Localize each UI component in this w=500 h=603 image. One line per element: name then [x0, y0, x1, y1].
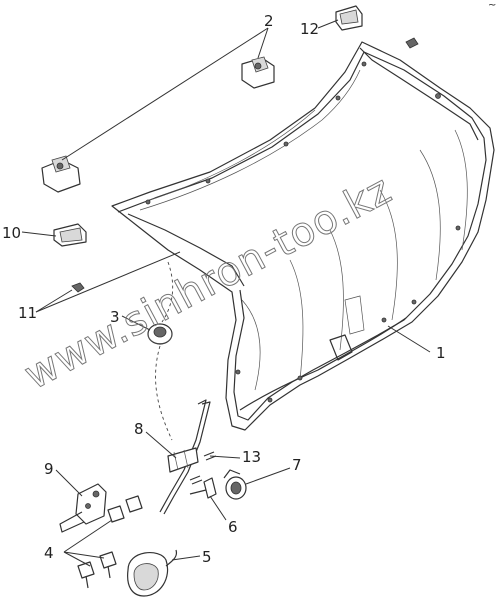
- grommet-3: [147, 323, 173, 345]
- bushing-7: [223, 469, 247, 500]
- callout-8: 8: [134, 420, 144, 438]
- clip-upper: [241, 56, 275, 89]
- callout-10: 10: [2, 224, 21, 242]
- clip-12: [335, 5, 363, 31]
- dashed-link-2: [155, 345, 173, 441]
- callout-1: 1: [436, 344, 446, 362]
- callout-11: 11: [18, 304, 37, 322]
- nut-top: [405, 37, 419, 49]
- callout-9: 9: [44, 460, 54, 478]
- callout-5: 5: [202, 548, 212, 566]
- callout-7: 7: [292, 456, 302, 474]
- callout-2: 2: [264, 12, 274, 30]
- fender-panel: [111, 41, 495, 431]
- callout-labels: 1 2 3 4 5 6 7 8 9 10 11 12 13: [2, 12, 446, 566]
- pin-6: [189, 477, 217, 499]
- nut-11: [71, 282, 85, 293]
- clip-lower: [41, 155, 81, 193]
- clip-10: [53, 223, 87, 247]
- callout-13: 13: [242, 448, 261, 466]
- bracket-8: [159, 399, 211, 515]
- callout-6: 6: [228, 518, 238, 536]
- harness-5: [127, 549, 178, 597]
- callout-4: 4: [44, 544, 54, 562]
- dashed-link: [161, 261, 174, 323]
- corner-mark: ~: [488, 0, 496, 11]
- callout-12: 12: [300, 20, 319, 38]
- callout-3: 3: [110, 308, 120, 326]
- leader-lines: [21, 19, 431, 567]
- hinge-9: [59, 483, 107, 533]
